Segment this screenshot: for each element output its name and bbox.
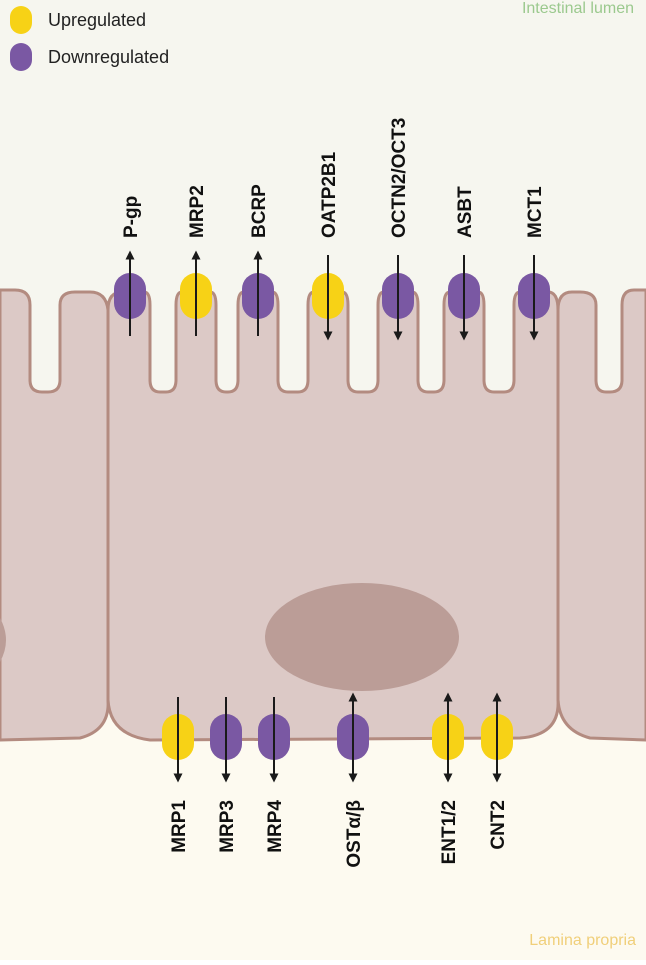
legend-upregulated-swatch xyxy=(10,6,32,34)
lamina-propria-label: Lamina propria xyxy=(529,932,636,949)
transporter-label-ent1-2: ENT1/2 xyxy=(439,800,460,864)
legend-upregulated: Upregulated xyxy=(10,6,146,34)
transporter-label-octn2-oct3: OCTN2/OCT3 xyxy=(389,118,410,238)
transporter-label-mrp1: MRP1 xyxy=(169,800,190,853)
transporter-label-bcrp: BCRP xyxy=(249,184,270,238)
legend-downregulated: Downregulated xyxy=(10,43,169,71)
transporter-label-mrp4: MRP4 xyxy=(265,800,286,853)
intestinal-lumen-label: Intestinal lumen xyxy=(521,0,634,17)
transporter-label-asbt: ASBT xyxy=(455,186,476,238)
legend-downregulated-swatch xyxy=(10,43,32,71)
transporter-label-oatp2b1: OATP2B1 xyxy=(319,151,340,238)
left-neighbor-nucleus xyxy=(0,618,6,662)
transporter-label-ost: OSTα/β xyxy=(344,800,365,868)
nucleus xyxy=(265,583,459,691)
transporter-label-mrp2: MRP2 xyxy=(187,185,208,238)
legend-upregulated-label: Upregulated xyxy=(48,9,147,30)
transporter-label-cnt2: CNT2 xyxy=(488,800,509,850)
transporter-label-p-gp: P-gp xyxy=(121,196,142,238)
transporter-label-mrp3: MRP3 xyxy=(217,800,238,853)
legend-downregulated-label: Downregulated xyxy=(48,46,170,67)
transporter-label-mct1: MCT1 xyxy=(525,186,546,238)
